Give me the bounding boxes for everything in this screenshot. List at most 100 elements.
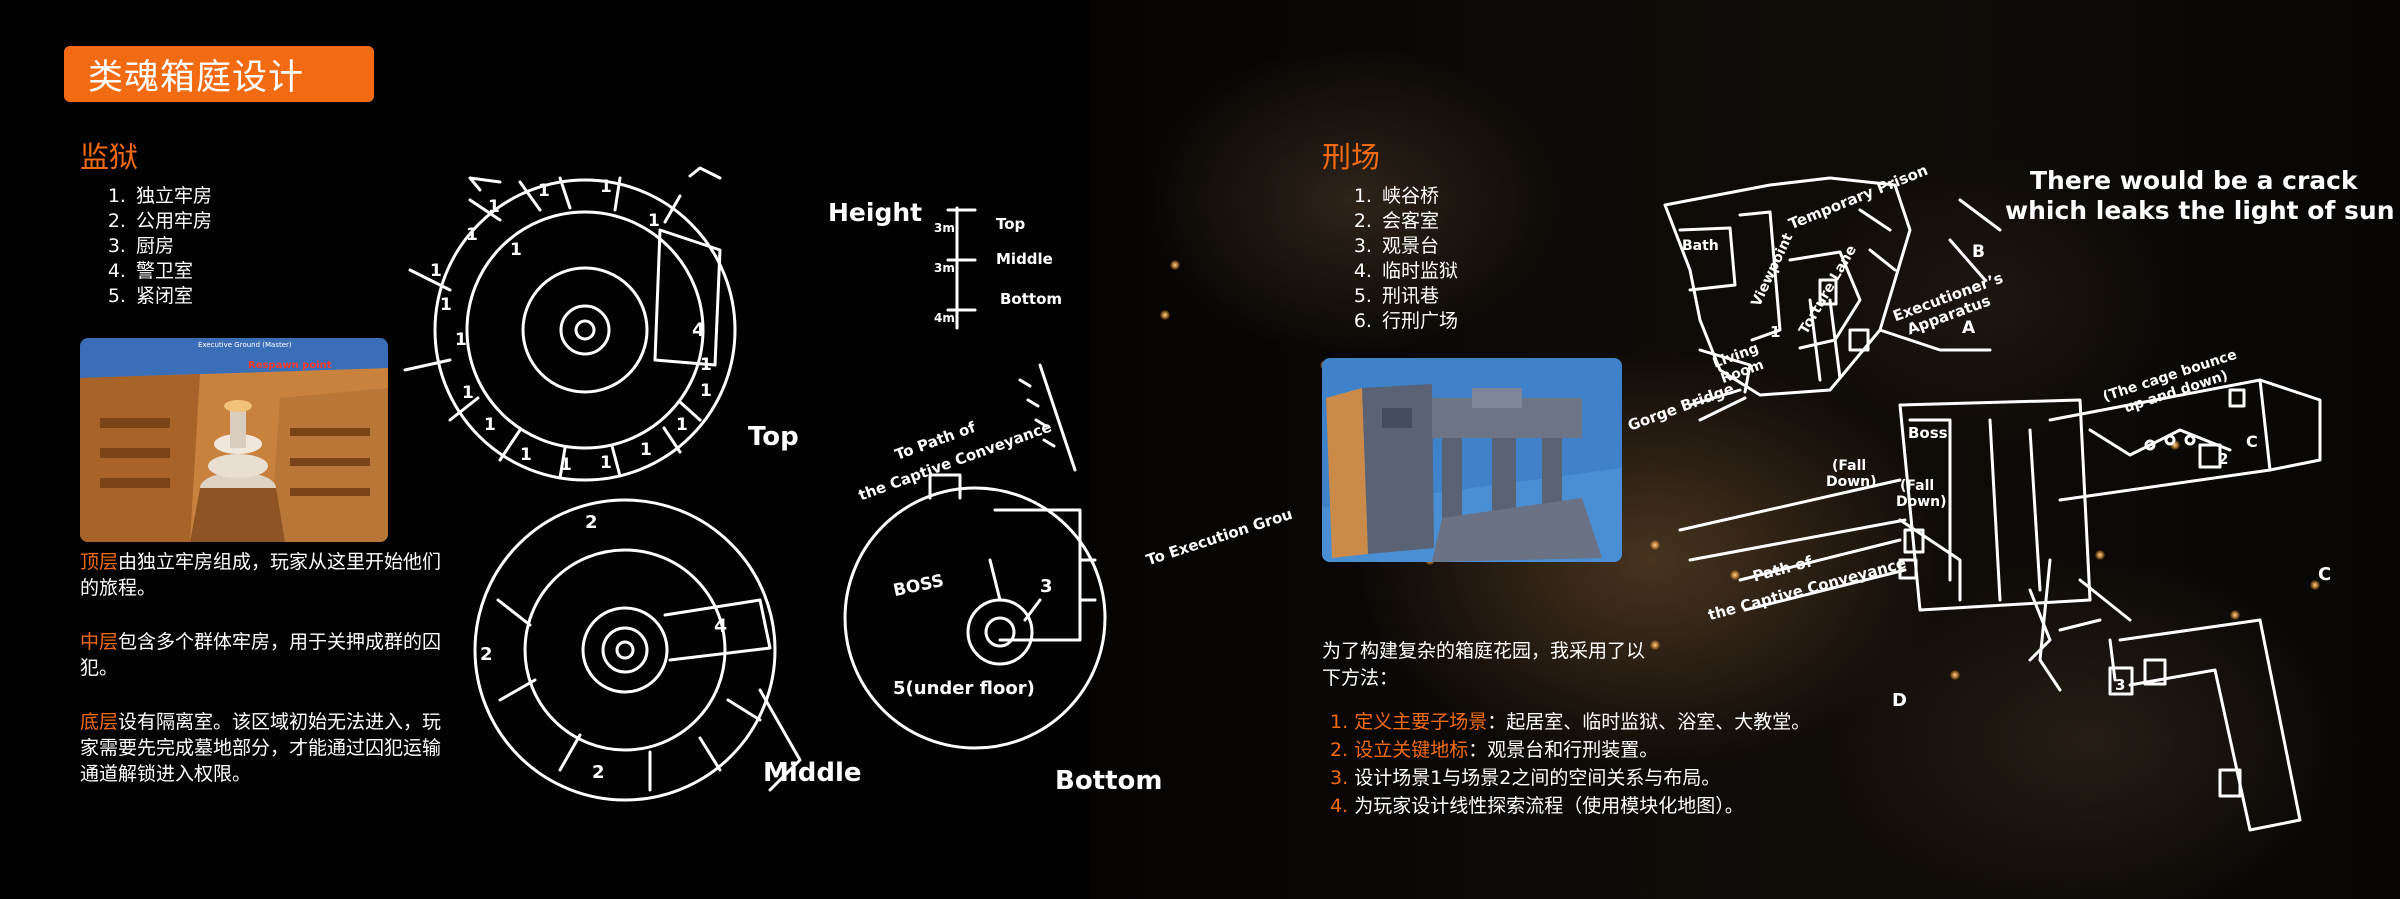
list-item: 峡谷桥 (1378, 184, 1458, 209)
top-cell-label: 1 (538, 181, 550, 201)
middle-floor-label: Middle (763, 758, 862, 788)
height-level-middle: Middle (996, 250, 1053, 268)
label-letter-b: B (1972, 242, 1985, 262)
prison-room-list: 独立牢房 公用牢房 厨房 警卫室 紧闭室 (104, 184, 212, 309)
top-room-label: 4 (692, 319, 705, 341)
list-item: 厨房 (132, 234, 212, 259)
list-item: 警卫室 (132, 259, 212, 284)
layer-text-top: 由独立牢房组成，玩家从这里开始他们的旅程。 (80, 551, 442, 599)
label-bath: Bath (1682, 238, 1719, 254)
list-item: 紧闭室 (132, 284, 212, 309)
top-cell-label: 1 (700, 355, 712, 375)
height-mark: 3m (934, 221, 955, 235)
prison-heading: 监狱 (80, 140, 139, 174)
height-level-top: Top (996, 215, 1026, 233)
top-cell-label: 1 (560, 455, 572, 475)
top-cell-label: 1 (600, 453, 612, 473)
method-number: 1. (1330, 711, 1349, 733)
execution-heading: 刑场 (1322, 140, 1381, 174)
thumb-label-executive: Executive Ground (Master) (198, 341, 292, 349)
height-level-bottom: Bottom (1000, 290, 1063, 308)
execution-render-thumbnail (1322, 358, 1622, 562)
layer-name-bottom: 底层 (80, 711, 119, 733)
prison-floor-sketches: 1 1 1 1 1 1 1 1 1 1 1 1 1 1 1 1 1 1 4 2 … (403, 166, 1107, 802)
title-badge: 类魂箱庭设计 (64, 46, 374, 102)
bottom-floor-sketch: 3 (843, 363, 1107, 750)
prison-render-thumbnail: Executive Ground (Master) Respawn point (80, 338, 388, 542)
label-letter-c: C (2318, 564, 2332, 585)
list-item: 2. 设立关键地标：观景台和行刑装置。 (1330, 736, 1810, 764)
top-cell-label: 1 (648, 211, 660, 231)
map-mark: 1 (1770, 323, 1780, 341)
top-cell-label: 1 (520, 445, 532, 465)
method-text: ：起居室、临时监狱、浴室、大教堂。 (1487, 711, 1811, 733)
execution-render-image (1322, 358, 1622, 562)
height-mark: 3m (934, 261, 955, 275)
middle-floor-sketch: 2 2 2 4 (473, 498, 802, 802)
list-item: 1. 定义主要子场景：起居室、临时监狱、浴室、大教堂。 (1330, 708, 1810, 736)
top-cell-label: 1 (484, 415, 496, 435)
label-fall-down-4: Down) (1896, 494, 1947, 510)
execution-intro: 为了构建复杂的箱庭花园，我采用了以下方法： (1322, 640, 1646, 689)
crack-note-line2: which leaks the light of sun (2005, 196, 2395, 225)
bottom-floor-label: Bottom (1055, 766, 1163, 796)
page-title: 类魂箱庭设计 (88, 57, 305, 98)
top-cell-label: 1 (640, 440, 652, 460)
map-mark: 2 (2218, 450, 2228, 468)
middle-cell-label: 2 (592, 762, 605, 783)
bottom-room-label: 3 (1040, 576, 1053, 597)
top-cell-label: 1 (462, 383, 474, 403)
top-cell-label: 1 (510, 240, 522, 260)
height-mark: 4m (934, 311, 955, 325)
layer-name-middle: 中层 (80, 631, 119, 653)
height-legend: 3m 3m 4m (934, 206, 977, 330)
middle-cell-label: 2 (585, 512, 598, 533)
prison-layer-top: 顶层由独立牢房组成，玩家从这里开始他们的旅程。 (80, 549, 448, 601)
dungeon-background-photo (1090, 0, 2400, 899)
list-item: 行刑广场 (1378, 309, 1458, 334)
layer-text-middle: 包含多个群体牢房，用于关押成群的囚犯。 (80, 631, 442, 679)
prison-render-image: Executive Ground (Master) Respawn point (80, 338, 388, 542)
method-text: 设计场景1与场景2之间的空间关系与布局。 (1354, 767, 1721, 789)
method-head: 设立关键地标 (1354, 739, 1469, 761)
method-text: ：观景台和行刑装置。 (1468, 739, 1659, 761)
label-fall-down-3: (Fall (1900, 478, 1935, 494)
under-floor-label: 5(under floor) (893, 678, 1035, 699)
list-item: 会客室 (1378, 209, 1458, 234)
method-text: 为玩家设计线性探索流程（使用模块化地图）。 (1354, 795, 1744, 817)
thumb-label-respawn: Respawn point (248, 360, 332, 371)
list-item: 临时监狱 (1378, 259, 1458, 284)
middle-cell-label: 2 (480, 644, 493, 665)
top-cell-label: 1 (488, 197, 500, 217)
height-label: Height (828, 198, 923, 227)
layer-text-bottom: 设有隔离室。该区域初始无法进入，玩家需要先完成墓地部分，才能通过囚犯运输通道解锁… (80, 711, 442, 785)
top-cell-label: 1 (430, 261, 442, 281)
method-number: 4. (1330, 795, 1349, 817)
top-cell-label: 1 (700, 381, 712, 401)
top-cell-label: 1 (600, 177, 612, 197)
layer-name-top: 顶层 (80, 551, 119, 573)
top-cell-label: 1 (676, 415, 688, 435)
execution-area-list: 峡谷桥 会客室 观景台 临时监狱 刑讯巷 行刑广场 (1350, 184, 1458, 334)
map-mark: 3 (2115, 676, 2125, 694)
list-item: 3. 设计场景1与场景2之间的空间关系与布局。 (1330, 764, 1810, 792)
prison-layer-middle: 中层包含多个群体牢房，用于关押成群的囚犯。 (80, 629, 448, 681)
top-floor-sketch: 1 1 1 1 1 1 1 1 1 1 1 1 1 1 1 1 1 1 4 (403, 166, 737, 482)
crack-note-line1: There would be a crack (2030, 166, 2358, 195)
middle-room-label: 4 (714, 615, 727, 637)
top-floor-label: Top (748, 422, 799, 452)
list-item: 观景台 (1378, 234, 1458, 259)
label-letter-c2: C (2246, 432, 2258, 451)
method-head: 定义主要子场景 (1354, 711, 1488, 733)
label-fall-down-2: Down) (1826, 474, 1877, 490)
list-item: 4. 为玩家设计线性探索流程（使用模块化地图）。 (1330, 792, 1810, 820)
label-boss: Boss (1908, 424, 1948, 442)
method-number: 3. (1330, 767, 1349, 789)
list-item: 刑讯巷 (1378, 284, 1458, 309)
label-fall-down-1: (Fall (1832, 458, 1867, 474)
top-cell-label: 1 (440, 295, 452, 315)
prison-layer-bottom: 底层设有隔离室。该区域初始无法进入，玩家需要先完成墓地部分，才能通过囚犯运输通道… (80, 709, 448, 787)
label-letter-d: D (1892, 690, 1907, 711)
label-letter-a: A (1962, 318, 1976, 338)
